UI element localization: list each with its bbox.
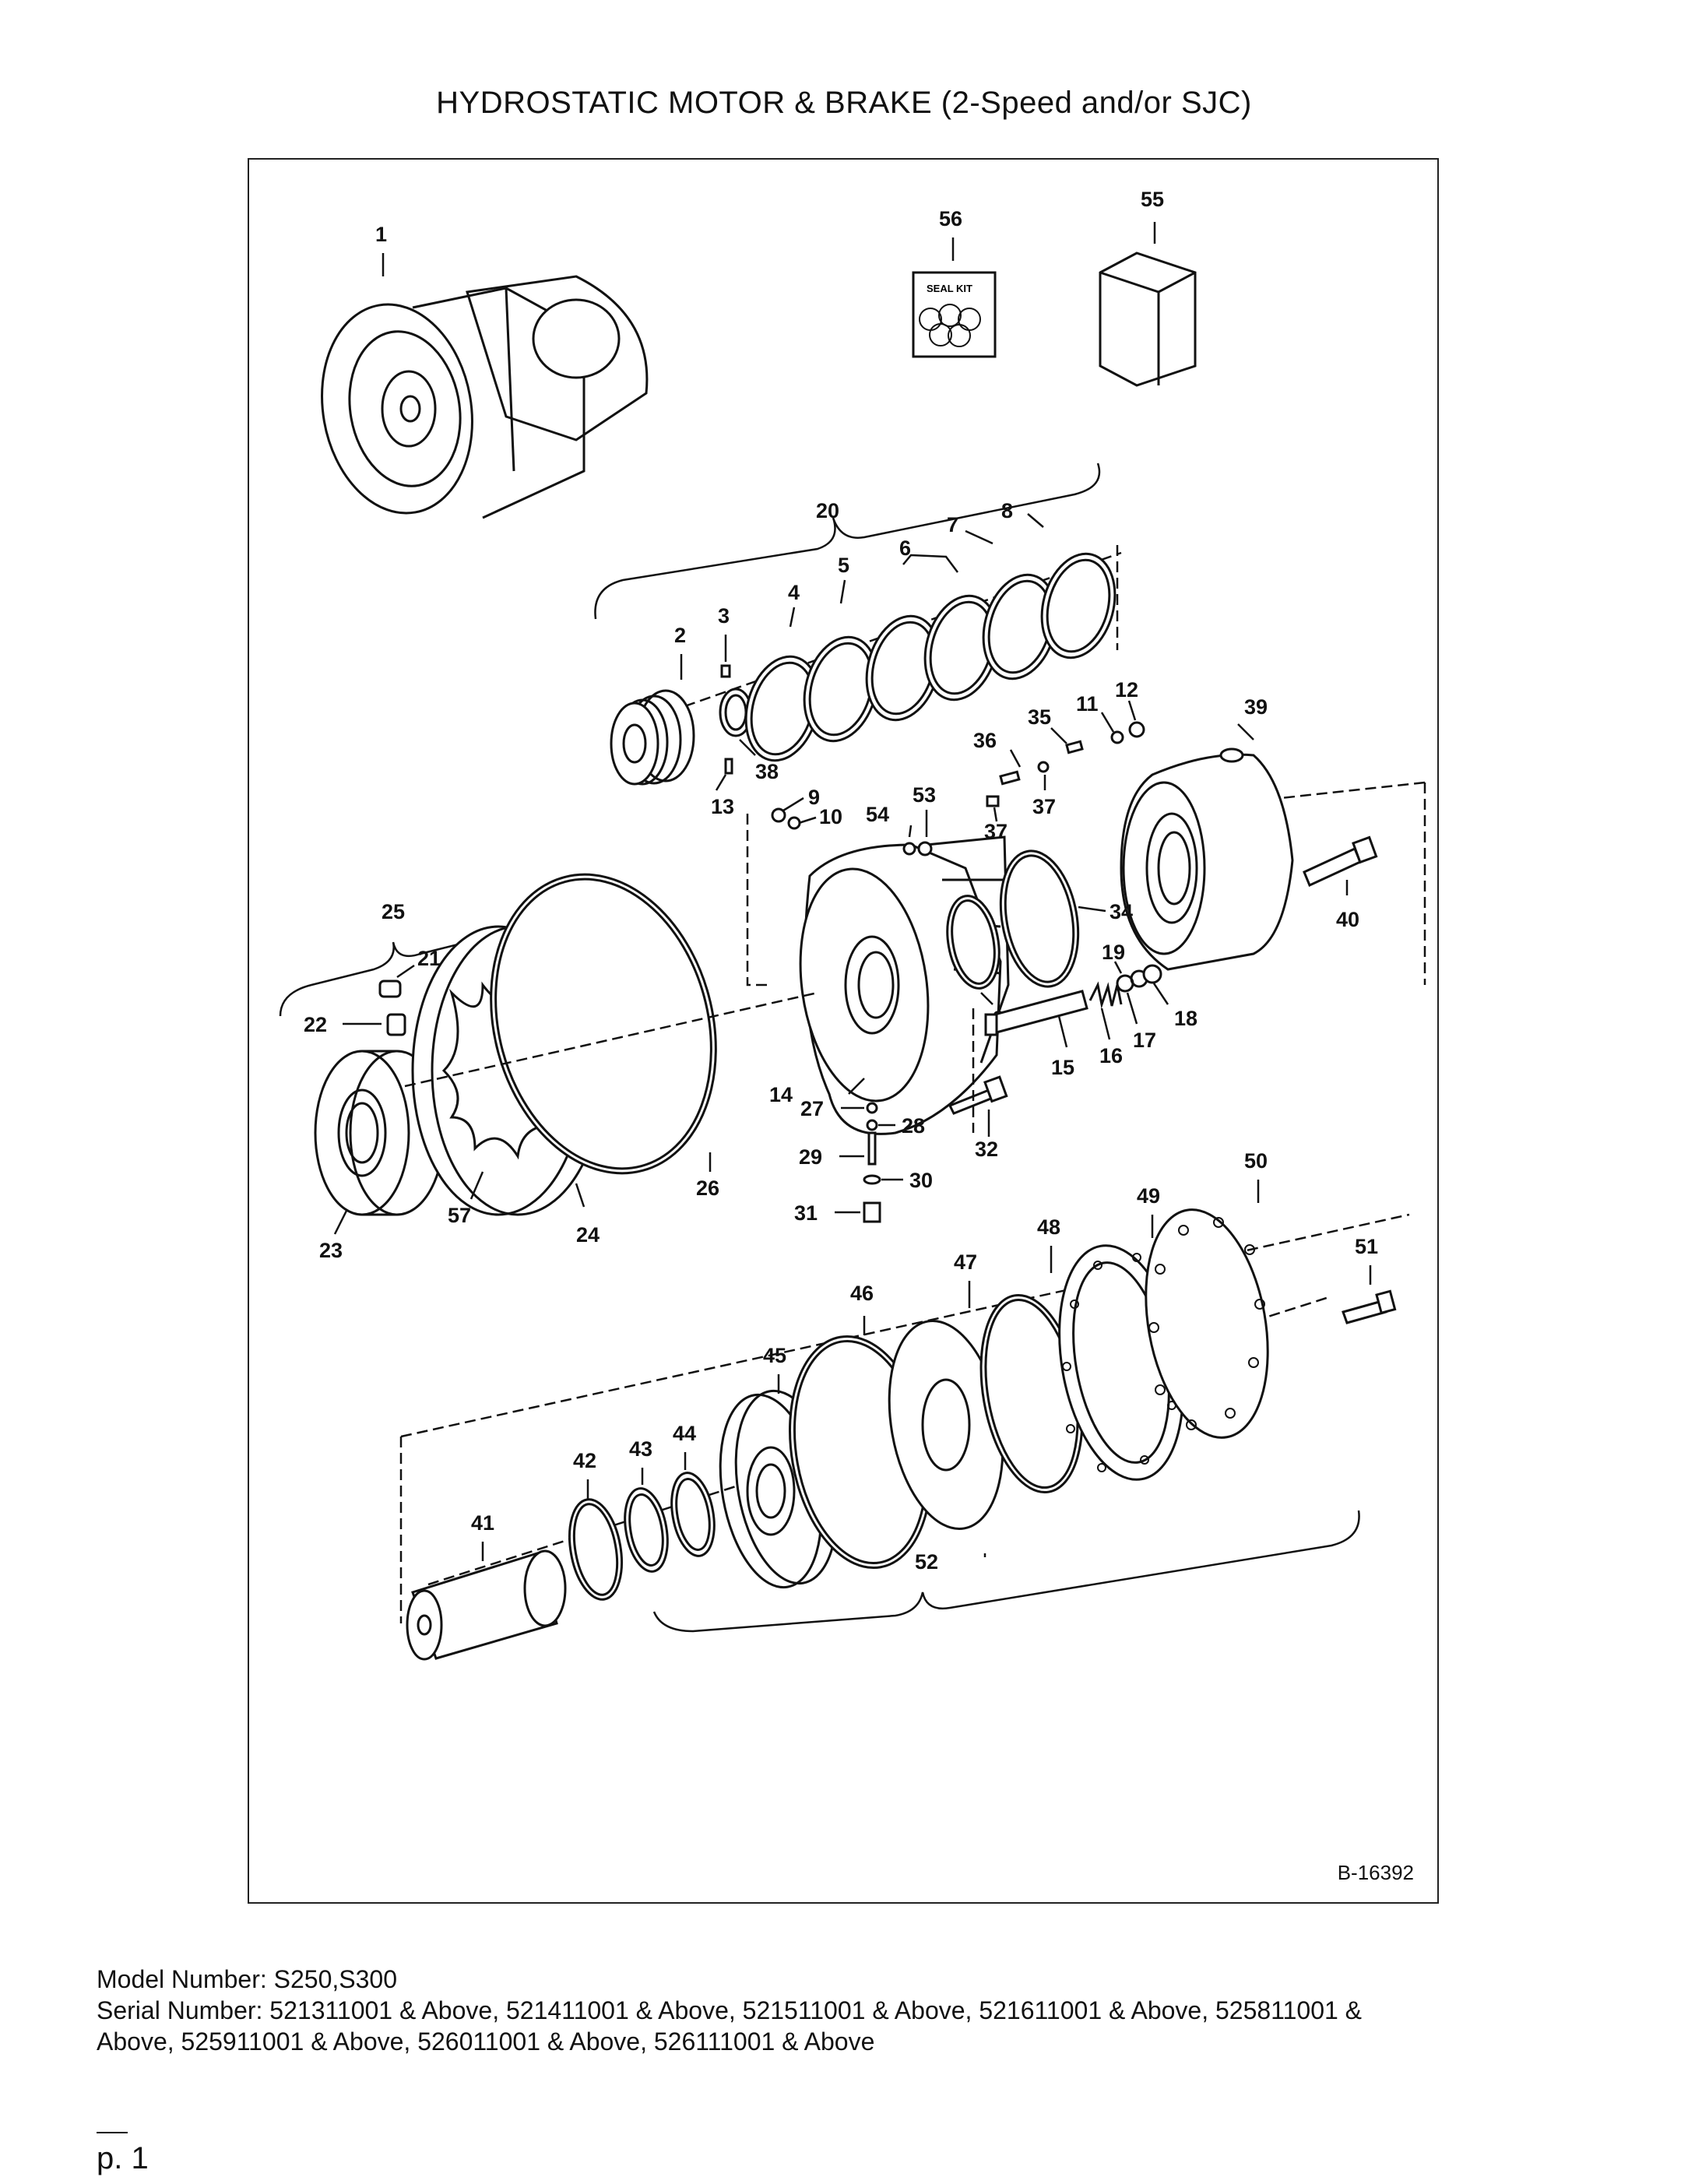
page-number: p. 1 [97,2141,149,2175]
callout-19: 19 [1102,941,1125,964]
diagram-frame: 1 SEAL KIT 56 55 20 2 3 38 13 [248,158,1439,1904]
callout-53: 53 [913,783,936,807]
part-23-rotor [314,1050,445,1216]
part-50-cover-plate [1145,1208,1269,1439]
callout-32: 32 [975,1138,998,1161]
exploded-parts-diagram: 1 SEAL KIT 56 55 20 2 3 38 13 [279,188,1426,1661]
part-22-roller [386,1013,406,1036]
callout-2: 2 [674,624,686,647]
callout-15: 15 [1051,1056,1074,1079]
callout-38: 38 [755,760,779,783]
callout-5: 5 [838,554,849,577]
callout-49: 49 [1137,1184,1160,1208]
callout-57: 57 [448,1204,471,1227]
callout-37b: 37 [984,820,1008,843]
callout-24: 24 [576,1223,600,1247]
callout-25: 25 [382,900,405,923]
callout-13: 13 [711,795,734,818]
part-21-roller [378,979,402,998]
callout-10: 10 [819,805,842,828]
part-55-box [1099,251,1197,387]
callout-30: 30 [909,1169,933,1192]
callout-47: 47 [954,1250,977,1274]
callout-40: 40 [1336,908,1359,931]
bracket-20 [594,462,1101,620]
seal-kit-text: SEAL KIT [927,283,972,294]
part-39-housing [1120,747,1294,971]
callout-21: 21 [417,947,441,970]
parts-9-10-53-54 [771,807,933,856]
callout-41: 41 [471,1511,494,1535]
callout-12: 12 [1115,678,1138,702]
callout-29: 29 [799,1145,822,1169]
callout-36: 36 [973,729,997,752]
callout-35: 35 [1028,705,1051,729]
callout-43: 43 [629,1437,652,1461]
callout-50: 50 [1244,1149,1268,1173]
part-1-motor-assembly [321,275,649,519]
callout-17: 17 [1133,1029,1156,1052]
part-56-seal-kit: SEAL KIT [912,271,997,358]
drawing-id: B-16392 [1337,1861,1414,1884]
rings-4-to-8 [744,552,1117,762]
part-44-ring [670,1472,716,1557]
callout-9: 9 [808,786,820,809]
callout-44: 44 [673,1422,696,1445]
page-title: HYDROSTATIC MOTOR & BRAKE (2-Speed and/o… [436,86,1252,120]
callout-8: 8 [1001,499,1013,522]
callout-52: 52 [915,1550,938,1574]
callout-7: 7 [947,513,958,536]
callout-54: 54 [866,803,889,826]
callout-31: 31 [794,1201,818,1225]
callout-4: 4 [788,581,800,604]
part-40-screw [1303,835,1378,888]
callout-16: 16 [1099,1044,1123,1067]
part-3-pin [720,664,731,678]
page-divider [97,2132,128,2133]
callout-34: 34 [1110,900,1133,923]
parts-11-12-35-36-37 [986,721,1145,807]
callout-14: 14 [769,1083,793,1106]
callout-26: 26 [696,1176,719,1200]
part-41-shaft [406,1549,567,1661]
callout-51: 51 [1355,1235,1378,1258]
part-32-bolt [948,1075,1008,1115]
callout-56: 56 [939,207,962,230]
bracket-52 [652,1510,1360,1633]
part-43-ring [624,1487,669,1573]
part-42-disc [568,1498,623,1601]
part-34-o-ring [999,849,1080,988]
callout-42: 42 [573,1449,596,1472]
callout-18: 18 [1174,1007,1197,1030]
callout-11: 11 [1076,692,1099,716]
serial-number-line-2: Above, 525911001 & Above, 526011001 & Ab… [97,2027,875,2056]
callout-3: 3 [718,604,730,628]
callout-6: 6 [899,536,911,560]
callout-45: 45 [763,1344,786,1367]
part-2-rotor [610,689,695,786]
callout-48: 48 [1037,1215,1060,1239]
callout-37: 37 [1032,795,1056,818]
part-26-o-ring [490,873,717,1175]
model-serial-info: Model Number: S250,S300 Serial Number: 5… [97,1964,1576,2057]
callout-39: 39 [1244,695,1268,719]
serial-number-line-1: Serial Number: 521311001 & Above, 521411… [97,1996,1363,2024]
part-13-pin [724,758,733,775]
callout-20: 20 [816,499,839,522]
callout-46: 46 [850,1282,874,1305]
part-51-screw [1342,1289,1397,1324]
model-number: Model Number: S250,S300 [97,1965,397,1993]
callout-22: 22 [304,1013,327,1036]
parts-27-to-31-stack [863,1102,881,1223]
callout-55: 55 [1141,188,1164,211]
callout-28: 28 [902,1114,925,1138]
parts-15-to-19-valve [984,964,1162,1036]
callout-27: 27 [800,1097,824,1120]
callout-1: 1 [375,223,387,246]
callout-23: 23 [319,1239,343,1262]
